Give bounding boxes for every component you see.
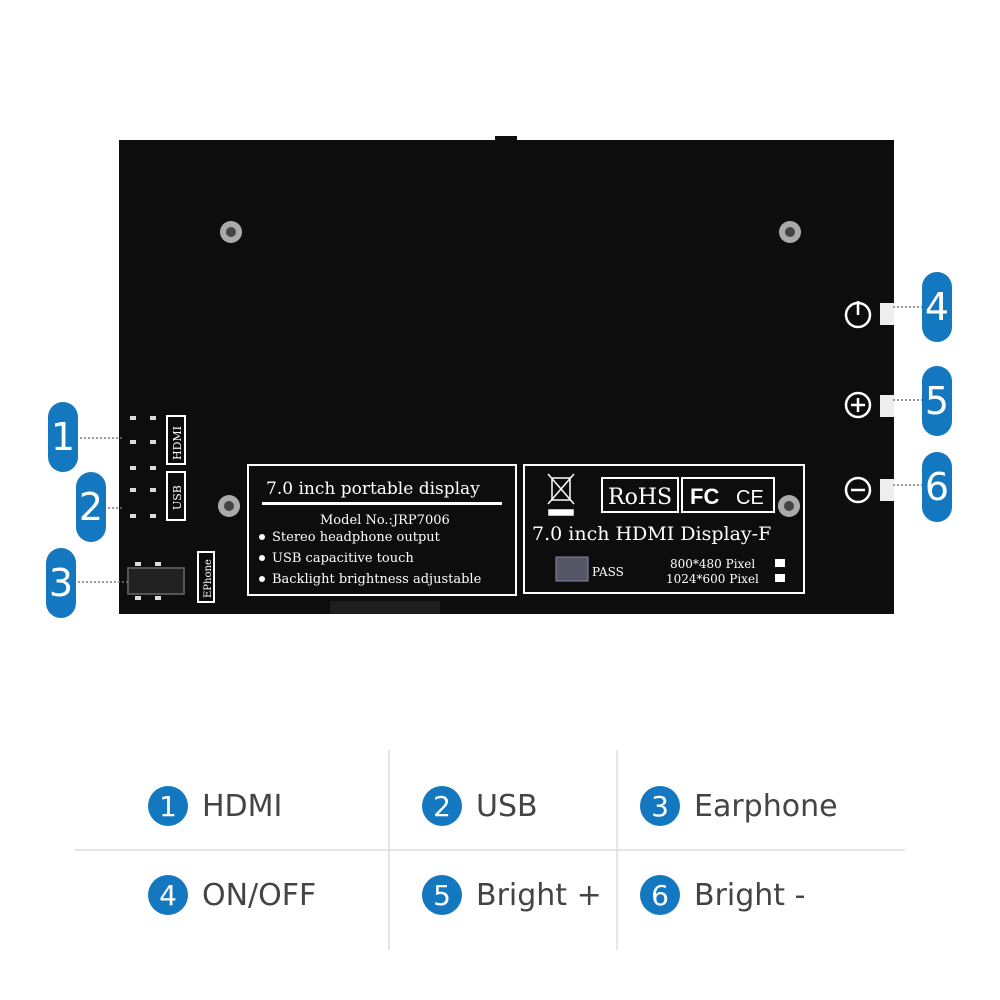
- legend-number: 3: [640, 786, 680, 826]
- rohs-box: [601, 477, 679, 513]
- callout-1: 1: [48, 402, 78, 472]
- hdmi-port-label: HDMI: [166, 415, 186, 465]
- pass-text: PASS: [592, 565, 624, 579]
- minus-icon: [844, 476, 872, 504]
- box1-feature-2: USB capacitive touch: [272, 551, 414, 566]
- callout-5: 5: [922, 366, 952, 436]
- product-name: 7.0 inch HDMI Display-F: [532, 523, 771, 545]
- legend-label: Bright -: [694, 877, 806, 913]
- bottom-connector: [330, 601, 440, 614]
- callout-6: 6: [922, 452, 952, 522]
- callout-3: 3: [46, 548, 76, 618]
- fc-ce-box: [681, 477, 775, 513]
- screw-mid-right: [778, 495, 800, 517]
- svg-text:USB: USB: [171, 485, 184, 510]
- screw-top-right: [779, 221, 801, 243]
- bullet: [259, 555, 265, 561]
- legend-label: USB: [476, 788, 538, 824]
- power-icon: [844, 301, 872, 329]
- legend-number: 4: [148, 875, 188, 915]
- box1-underline: [262, 502, 502, 505]
- legend-label: HDMI: [202, 788, 283, 824]
- legend-item: 4 ON/OFF: [148, 875, 316, 915]
- checkbox-2: [775, 574, 785, 582]
- rohs-text: RoHS: [608, 485, 672, 510]
- svg-text:EPhone: EPhone: [203, 559, 214, 598]
- resolution-1: 800*480 Pixel: [670, 557, 755, 571]
- legend-item: 3 Earphone: [640, 786, 838, 826]
- board-top-notch: [495, 136, 517, 142]
- legend-item: 1 HDMI: [148, 786, 282, 826]
- board-back: [119, 140, 894, 614]
- legend-number: 5: [422, 875, 462, 915]
- earphone-jack: [127, 567, 185, 595]
- label-box-features: [247, 464, 517, 596]
- svg-text:HDMI: HDMI: [171, 426, 184, 460]
- plus-icon: [844, 391, 872, 419]
- earphone-port-label: EPhone: [197, 551, 215, 603]
- weee-bin-icon: [547, 473, 575, 516]
- bullet: [259, 534, 265, 540]
- checkbox-1: [775, 559, 785, 567]
- callout-4: 4: [922, 272, 952, 342]
- box1-title: 7.0 inch portable display: [266, 479, 480, 499]
- fc-text: FC: [690, 484, 719, 509]
- legend-label: Bright +: [476, 877, 602, 913]
- pass-logo: [555, 556, 589, 582]
- legend-label: ON/OFF: [202, 877, 317, 913]
- bullet: [259, 576, 265, 582]
- box1-feature-1: Stereo headphone output: [272, 530, 441, 545]
- legend-item: 6 Bright -: [640, 875, 805, 915]
- legend-item: 5 Bright +: [422, 875, 602, 915]
- label-box-certification: [523, 464, 805, 594]
- side-buttons: [880, 303, 894, 501]
- usb-port-label: USB: [166, 471, 186, 521]
- legend-number: 1: [148, 786, 188, 826]
- solder-pads: [130, 416, 161, 600]
- resolution-2: 1024*600 Pixel: [666, 572, 759, 586]
- box1-feature-3: Backlight brightness adjustable: [272, 572, 482, 587]
- legend-label: Earphone: [694, 788, 838, 824]
- screw-mid-left: [218, 495, 240, 517]
- legend-item: 2 USB: [422, 786, 538, 826]
- legend-number: 2: [422, 786, 462, 826]
- box1-model: Model No.:JRP7006: [320, 513, 450, 528]
- legend-number: 6: [640, 875, 680, 915]
- screw-top-left: [220, 221, 242, 243]
- ce-text: CE: [736, 487, 764, 509]
- callout-lines: [78, 306, 922, 583]
- callout-2: 2: [76, 472, 106, 542]
